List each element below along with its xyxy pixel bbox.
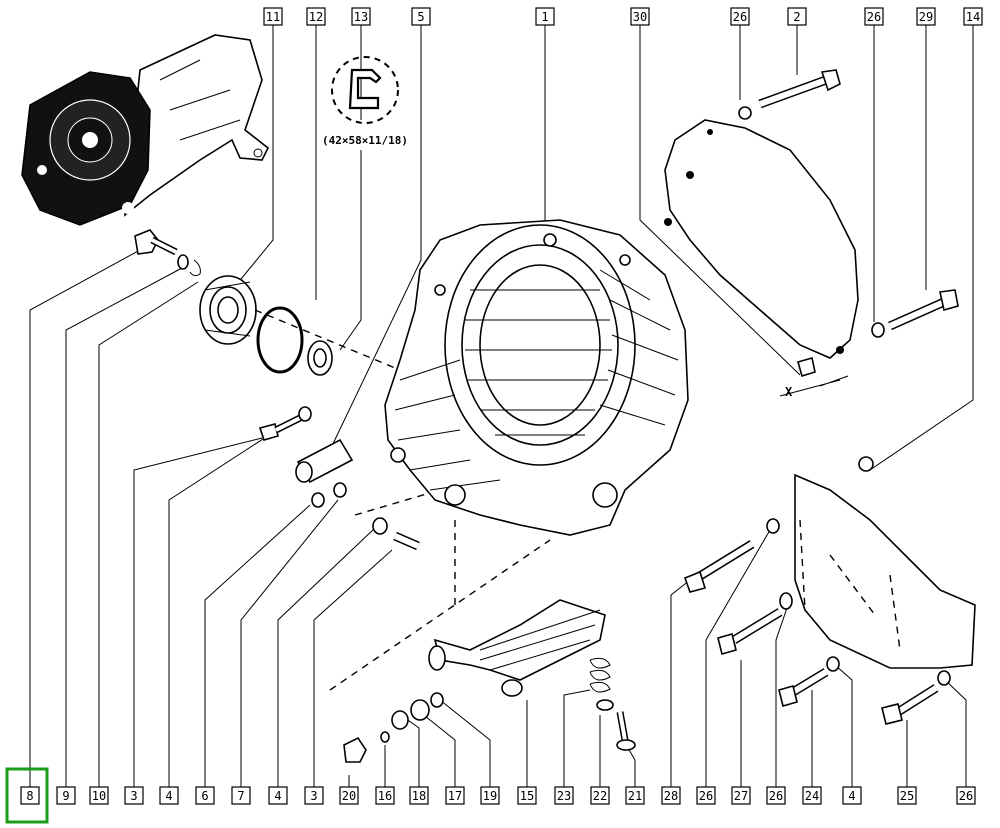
svg-text:26: 26 [769,789,783,803]
callout-label: 16 [375,786,395,805]
svg-text:20: 20 [342,789,356,803]
callout-label: 26 [766,786,786,805]
svg-text:1: 1 [541,10,548,24]
callout-label: 1 [535,7,555,26]
svg-text:27: 27 [734,789,748,803]
callout-label: 25 [897,786,917,805]
svg-text:6: 6 [201,789,208,803]
callout-label: 11 [263,7,283,26]
bottom-leader-lines [29,249,967,787]
left-fasteners [134,229,441,551]
svg-text:15: 15 [520,789,534,803]
svg-text:17: 17 [448,789,462,803]
svg-text:16: 16 [378,789,392,803]
callout-label: 7 [231,786,251,805]
svg-text:29: 29 [919,10,933,24]
svg-text:13: 13 [354,10,368,24]
svg-text:14: 14 [966,10,980,24]
svg-text:4: 4 [274,789,281,803]
callout-label: 26 [864,7,884,26]
clutch-housing-1 [384,219,689,610]
svg-text:26: 26 [699,789,713,803]
callout-label: 22 [590,786,610,805]
svg-text:3: 3 [310,789,317,803]
lower-cover-plate [683,456,976,725]
callout-label: 26 [956,786,976,805]
callout-label: 24 [802,786,822,805]
svg-text:2: 2 [793,10,800,24]
callout-label: 4 [159,786,179,805]
callout-label: 20 [339,786,359,805]
callout-label: 23 [554,786,574,805]
svg-text:3: 3 [130,789,137,803]
svg-text:24: 24 [805,789,819,803]
callout-label: 8 [20,786,40,805]
callout-label: 26 [730,7,750,26]
svg-text:4: 4 [848,789,855,803]
svg-text:28: 28 [664,789,678,803]
svg-text:5: 5 [417,10,424,24]
callout-label: 14 [963,7,983,26]
gearbox-assembly-thumbnail [21,34,270,226]
svg-text:26: 26 [959,789,973,803]
top-callout-labels: 11 12 13 5 1 30 26 2 26 29 14 [263,7,983,26]
svg-text:9: 9 [62,789,69,803]
bottom-callout-labels: 8 9 10 3 4 6 7 4 3 20 16 18 17 19 15 23 … [20,786,976,805]
callout-label: 29 [916,7,936,26]
svg-text:26: 26 [867,10,881,24]
callout-label: 21 [625,786,645,805]
lip-seal-13: (42×58×11/18) [322,56,408,147]
callout-label: 28 [661,786,681,805]
callout-label: 17 [445,786,465,805]
top-leader-lines [231,25,974,471]
svg-text:25: 25 [900,789,914,803]
selected-callout-highlight[interactable] [5,767,49,824]
callout-label: 26 [696,786,716,805]
callout-label: 4 [842,786,862,805]
svg-text:22: 22 [593,789,607,803]
callout-label: 15 [517,786,537,805]
callout-label: 2 [787,7,807,26]
callout-label: 3 [304,786,324,805]
callout-label: 10 [89,786,109,805]
axis-marker-x: X [785,385,793,399]
svg-text:30: 30 [633,10,647,24]
svg-text:19: 19 [483,789,497,803]
clutch-release-linkage [329,539,636,763]
svg-text:4: 4 [165,789,172,803]
cover-plate-gasket: X [664,69,959,399]
svg-text:11: 11 [266,10,280,24]
front-bearing-parts [199,275,401,376]
svg-text:18: 18 [412,789,426,803]
svg-text:26: 26 [733,10,747,24]
svg-text:7: 7 [237,789,244,803]
callout-label: 9 [56,786,76,805]
svg-text:8: 8 [26,789,33,803]
svg-text:23: 23 [557,789,571,803]
callout-label: 27 [731,786,751,805]
svg-text:10: 10 [92,789,106,803]
callout-label: 3 [124,786,144,805]
callout-label: 13 [351,7,371,26]
seal-dimension-caption: (42×58×11/18) [322,134,408,147]
callout-label: 5 [411,7,431,26]
callout-label: 18 [409,786,429,805]
svg-text:21: 21 [628,789,642,803]
svg-text:12: 12 [309,10,323,24]
callout-label: 4 [268,786,288,805]
callout-label: 6 [195,786,215,805]
callout-label: 12 [306,7,326,26]
callout-label: 30 [630,7,650,26]
callout-label: 19 [480,786,500,805]
